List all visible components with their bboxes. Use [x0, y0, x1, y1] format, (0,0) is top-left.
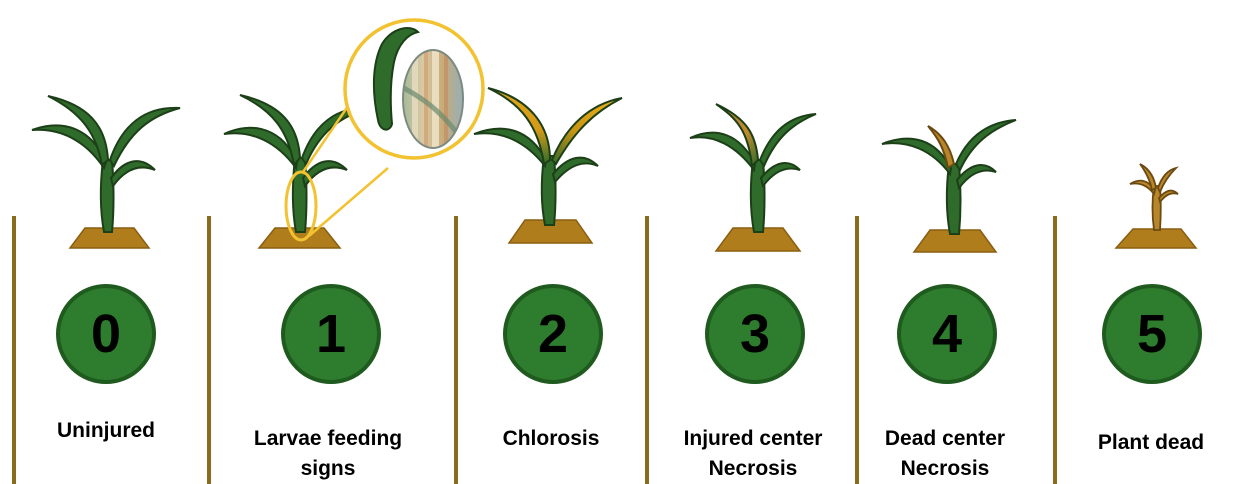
score-value-4: 4 — [932, 307, 962, 361]
soil-mound-5 — [1116, 229, 1196, 248]
score-badge-5: 5 — [1102, 284, 1202, 384]
score-value-2: 2 — [538, 307, 568, 361]
stage-label-2: Chlorosis — [451, 424, 651, 454]
stage-label-2-line1: Chlorosis — [451, 424, 651, 454]
stage-label-1-line1: Larvae feeding — [228, 424, 428, 454]
leaf-0d — [111, 161, 155, 186]
stage-label-0: Uninjured — [6, 416, 206, 446]
leaf-1d — [303, 161, 347, 186]
stage-label-5-line1: Plant dead — [1051, 428, 1238, 458]
plant-stage-0 — [32, 96, 180, 248]
score-badge-0: 0 — [56, 284, 156, 384]
score-badge-1: 1 — [281, 284, 381, 384]
leaf-4c — [956, 120, 1016, 170]
stage-label-1: Larvae feeding signs — [228, 424, 428, 484]
stem-2 — [542, 156, 556, 225]
leaf-2d — [553, 158, 598, 182]
score-value-5: 5 — [1137, 307, 1167, 361]
leaf-2c — [552, 98, 622, 164]
plant-stage-4 — [882, 120, 1016, 252]
leaf-0c — [110, 108, 180, 166]
stage-label-0-line1: Uninjured — [6, 416, 206, 446]
stem-0 — [101, 160, 114, 232]
plant-stage-5 — [1116, 164, 1196, 248]
stage-label-5: Plant dead — [1051, 428, 1238, 458]
stage-label-4-line1: Dead center — [845, 424, 1045, 454]
score-badge-4: 4 — [897, 284, 997, 384]
stem-4 — [947, 164, 961, 234]
stage-label-4-line2: Necrosis — [845, 454, 1045, 484]
plant-stage-3 — [690, 104, 816, 251]
leaf-3d — [761, 163, 800, 186]
score-value-0: 0 — [91, 307, 121, 361]
stem-3 — [751, 160, 765, 232]
leaf-4d — [957, 165, 996, 188]
stage-label-3-line1: Injured center — [653, 424, 853, 454]
stage-label-4: Dead center Necrosis — [845, 424, 1045, 484]
score-badge-3: 3 — [705, 284, 805, 384]
callout-line-bottom — [309, 168, 388, 236]
plant-stage-1 — [224, 20, 483, 248]
stage-label-3-line2: Necrosis — [653, 454, 853, 484]
leaf-5c — [1158, 168, 1176, 192]
leaf-3c — [760, 114, 816, 166]
leaf-5d — [1159, 191, 1178, 202]
stage-label-1-line2: signs — [228, 454, 428, 484]
score-value-1: 1 — [316, 307, 346, 361]
score-badge-2: 2 — [503, 284, 603, 384]
stage-label-3: Injured center Necrosis — [653, 424, 853, 484]
score-value-3: 3 — [740, 307, 770, 361]
plant-stage-2 — [474, 88, 622, 243]
